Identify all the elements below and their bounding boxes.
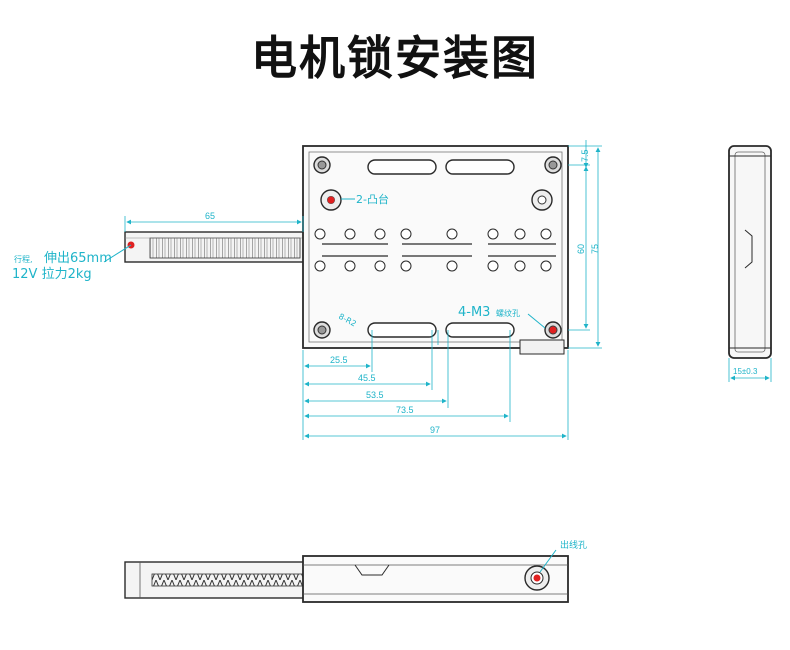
housing: [302, 145, 569, 349]
dim-label-75: 75: [590, 244, 600, 254]
dimension-depth: [728, 358, 772, 382]
rack: [124, 231, 308, 263]
dim-label-25-5: 25.5: [330, 355, 348, 365]
annotations-front: 2-凸台 4-M3 螺纹孔 行程, 伸出65mm 12V 拉力2kg 8-R2: [12, 192, 546, 329]
slot: [367, 159, 437, 175]
boss-hole-right: [531, 189, 553, 211]
dimensions-right: [568, 140, 602, 349]
dimensions-bottom: [302, 330, 569, 440]
front-view: [124, 145, 569, 355]
dim-label-97: 97: [430, 425, 440, 435]
dim-label-60: 60: [576, 244, 586, 254]
dim-label-65: 65: [205, 211, 215, 221]
screw-bottom-left: [313, 321, 331, 339]
dimension-65: [124, 216, 304, 232]
dim-label-45-5: 45.5: [358, 373, 376, 383]
label-center-holes: 2-凸台: [356, 192, 389, 206]
label-mount-holes-suffix: 螺纹孔: [496, 308, 520, 318]
side-view: [728, 145, 772, 359]
diagram-title: 电机锁安装图: [251, 31, 539, 85]
bottom-view: [124, 555, 569, 603]
label-mount-holes: 4-M3: [458, 305, 490, 320]
dim-label-73-5: 73.5: [396, 405, 414, 415]
nut-grid: [314, 228, 552, 272]
label-cable-hole: 出线孔: [560, 539, 587, 551]
screw-top-right: [544, 156, 562, 174]
dim-label-depth: 15±0.3: [733, 367, 758, 376]
label-stroke-value: 伸出65mm: [44, 251, 112, 266]
slot: [367, 322, 437, 338]
slot: [445, 322, 515, 338]
label-stroke-spec: 12V 拉力2kg: [12, 267, 92, 282]
label-stroke-prefix: 行程,: [14, 254, 33, 264]
dim-label-7-5: 7.5: [580, 149, 590, 162]
screw-top-left: [313, 156, 331, 174]
slot: [445, 159, 515, 175]
dim-label-53-5: 53.5: [366, 390, 384, 400]
